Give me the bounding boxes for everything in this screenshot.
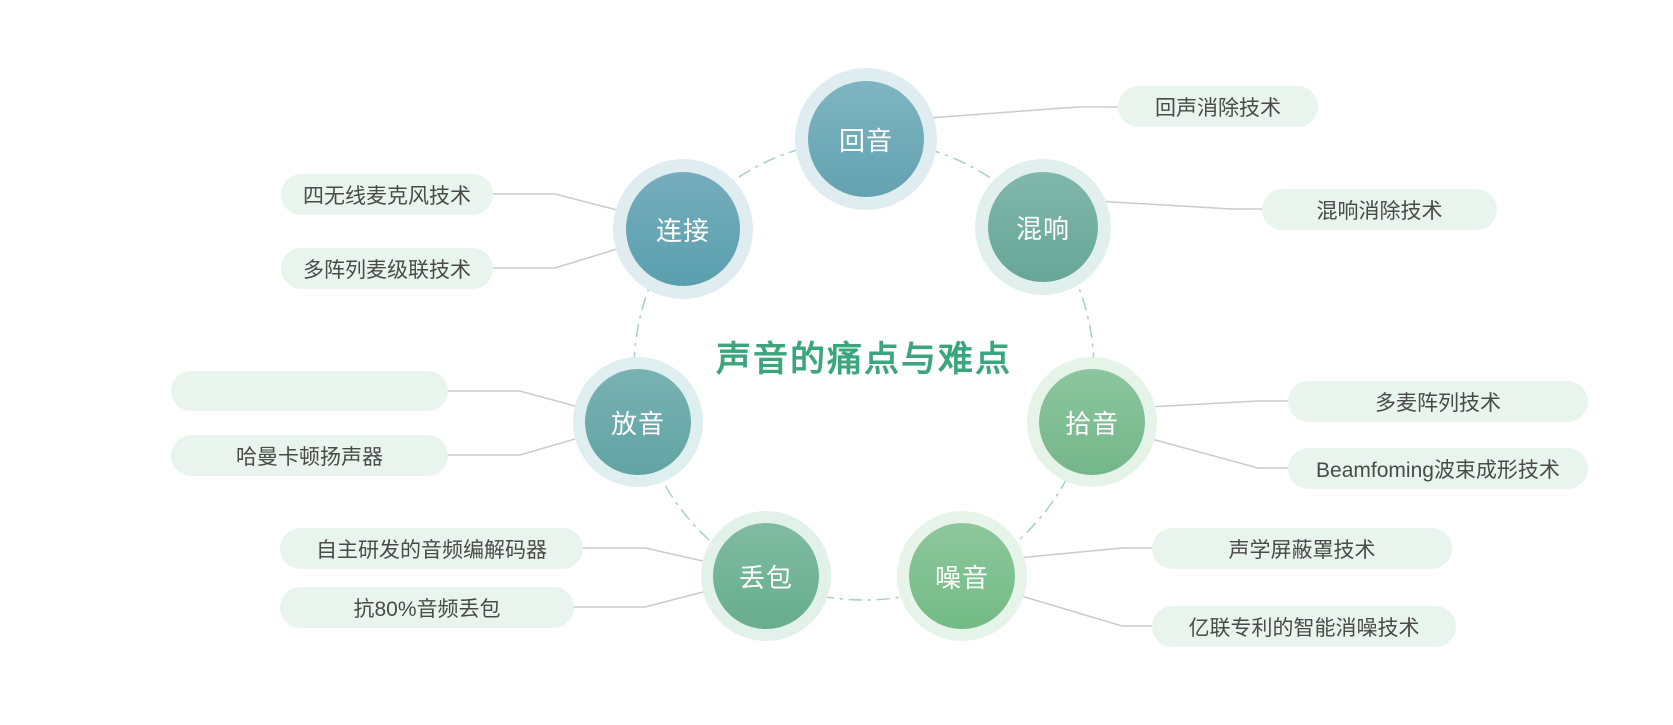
node-noise-label: 噪音 (934, 562, 989, 593)
connector-connection-2 (493, 248, 618, 269)
connector-reverb-1 (1094, 200, 1262, 210)
node-echo-label: 回音 (838, 125, 893, 156)
connector-echo-1 (927, 106, 1118, 119)
node-connection-label: 连接 (655, 215, 710, 246)
node-reverb: 混响 (988, 172, 1098, 282)
pill-packet-loss-2: 抗80%音频丢包 (280, 587, 574, 628)
node-reverb-label: 混响 (1015, 213, 1070, 244)
node-packet-loss: 丢包 (713, 523, 819, 629)
pill-pickup-1: 多麦阵列技术 (1288, 381, 1588, 422)
pill-reverb-1: 混响消除技术 (1262, 189, 1497, 230)
pill-packet-loss-1: 自主研发的音频编解码器 (280, 528, 583, 569)
diagram-title: 声音的痛点与难点 (715, 340, 1012, 379)
pill-playback-1-empty (171, 371, 448, 411)
connector-pickup-2 (1147, 437, 1288, 469)
connector-playback-1 (448, 390, 576, 407)
connector-noise-1 (1017, 547, 1152, 559)
connector-connection-1 (493, 193, 618, 211)
node-packet-loss-label: 丢包 (738, 562, 793, 593)
connector-packet-2 (574, 591, 704, 608)
node-noise: 噪音 (909, 523, 1015, 629)
pill-noise-2: 亿联专利的智能消噪技术 (1152, 606, 1456, 647)
node-pickup: 拾音 (1039, 369, 1145, 475)
pill-noise-1: 声学屏蔽罩技术 (1152, 528, 1452, 569)
node-playback-label: 放音 (610, 408, 665, 439)
node-connection: 连接 (626, 172, 740, 286)
pill-playback-2: 哈曼卡顿扬声器 (171, 435, 448, 476)
node-pickup-label: 拾音 (1064, 408, 1119, 439)
pill-echo-1: 回声消除技术 (1118, 86, 1318, 127)
pill-pickup-2: Beamfoming波束成形技术 (1288, 448, 1588, 489)
connector-playback-2 (448, 438, 576, 456)
connector-pickup-1 (1147, 400, 1288, 408)
pill-connection-1: 四无线麦克风技术 (281, 174, 493, 215)
connector-noise-2 (1017, 594, 1152, 627)
connector-packet-1 (583, 547, 704, 562)
pill-connection-2: 多阵列麦级联技术 (281, 248, 493, 289)
node-echo: 回音 (808, 81, 924, 197)
node-playback: 放音 (585, 369, 691, 475)
